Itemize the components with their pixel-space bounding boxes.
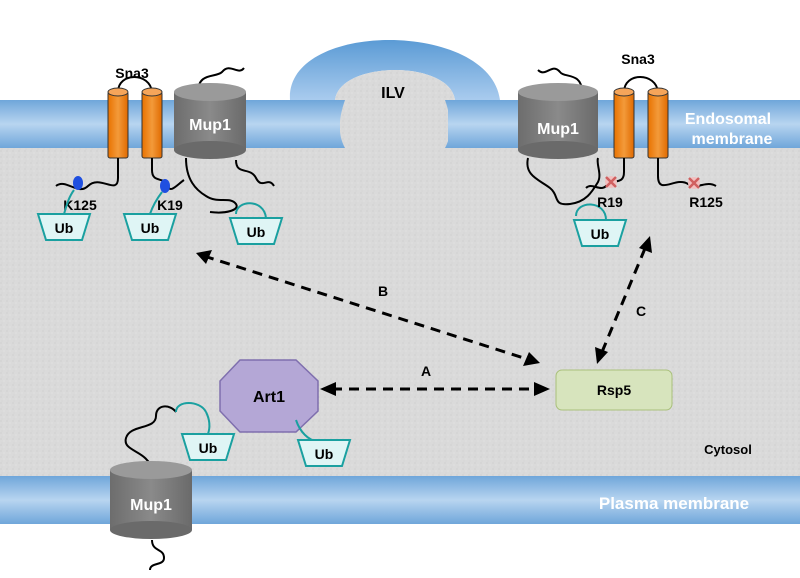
arrow-b-label: B <box>378 283 388 299</box>
sna3-left-helix-1 <box>107 87 129 159</box>
ub-link-mup1-right <box>575 203 607 221</box>
ub-link-k19 <box>149 191 163 215</box>
mup1-right-bottom-tail <box>526 157 601 206</box>
ub-link-k125 <box>63 189 75 215</box>
endosomal-membrane-left <box>0 100 340 148</box>
lysine-k19-dot <box>160 179 170 193</box>
endosomal-membrane-label-line1: Endosomal <box>685 111 771 128</box>
sna3-left-n-tail <box>55 158 119 191</box>
ilv-label: ILV <box>381 85 405 102</box>
endosomal-membrane-right-curve <box>445 100 460 148</box>
mutation-r125-mark <box>688 177 700 189</box>
mup1-plasma-label: Mup1 <box>130 497 172 514</box>
rsp5-box: Rsp5 <box>555 369 673 411</box>
cytosol-area <box>0 145 800 480</box>
ub-k19: Ub <box>122 213 178 241</box>
ub-mup1-plasma: Ub <box>180 433 236 461</box>
sna3-right-top-loop <box>623 76 659 93</box>
r125-label: R125 <box>689 194 723 210</box>
ub-link-mup1-plasma-2 <box>205 411 211 435</box>
ub-art1-right-label: Ub <box>315 446 334 462</box>
plasma-membrane-label: Plasma membrane <box>599 494 749 513</box>
ub-link-mup1-left <box>235 202 267 219</box>
cytosol-label: Cytosol <box>704 442 752 457</box>
k125-label: K125 <box>63 197 97 213</box>
ub-mup1-right: Ub <box>572 219 628 247</box>
mup1-plasma-top-tail <box>124 405 177 471</box>
ub-link-mup1-plasma <box>175 402 207 413</box>
ub-mup1-right-label: Ub <box>591 226 610 242</box>
arrow-a-label: A <box>421 363 431 379</box>
mup1-right-cylinder <box>518 83 598 159</box>
ub-mup1-left-label: Ub <box>247 224 266 240</box>
mup1-plasma-bottom-tail <box>149 539 166 571</box>
sna3-right-helix-2 <box>647 87 669 159</box>
sna3-right-helix-1 <box>613 87 635 159</box>
mup1-left-bottom-tail-2 <box>235 159 275 187</box>
mup1-left-bottom-tail <box>185 157 238 214</box>
mutation-r19-mark <box>605 176 617 188</box>
mup1-plasma-cylinder <box>110 461 192 539</box>
arrow-a <box>320 382 550 396</box>
ub-k125: Ub <box>36 213 92 241</box>
ub-mup1-left: Ub <box>228 217 284 245</box>
mup1-left-top-tail <box>197 67 245 93</box>
mup1-endo-left-label: Mup1 <box>189 117 231 134</box>
art1-label: Art1 <box>253 389 285 406</box>
arrow-b <box>196 250 540 366</box>
sna3-right-label: Sna3 <box>621 51 655 67</box>
mup1-left-cylinder <box>174 83 246 159</box>
ub-k125-label: Ub <box>55 220 74 236</box>
arrow-c-label: C <box>636 303 646 319</box>
endosomal-membrane-left-curve <box>330 100 345 148</box>
mup1-endo-right-label: Mup1 <box>537 121 579 138</box>
ub-art1-right: Ub <box>296 439 352 467</box>
lysine-k125-dot <box>73 176 83 190</box>
k19-label: K19 <box>157 197 183 213</box>
sna3-right-c-tail <box>657 158 717 187</box>
endosomal-membrane-label-line2: membrane <box>692 131 773 148</box>
arrow-c <box>595 236 652 364</box>
art1-octagon: Art1 <box>219 359 319 433</box>
sna3-left-top-loop <box>117 76 153 93</box>
ub-mup1-plasma-label: Ub <box>199 440 218 456</box>
ub-k19-label: Ub <box>141 220 160 236</box>
mup1-right-top-tail <box>537 67 583 93</box>
ilv-pocket <box>335 70 455 157</box>
ilv-bulge <box>289 40 500 100</box>
rsp5-label: Rsp5 <box>597 382 631 398</box>
sna3-left-helix-2 <box>141 87 163 159</box>
r19-label: R19 <box>597 194 623 210</box>
